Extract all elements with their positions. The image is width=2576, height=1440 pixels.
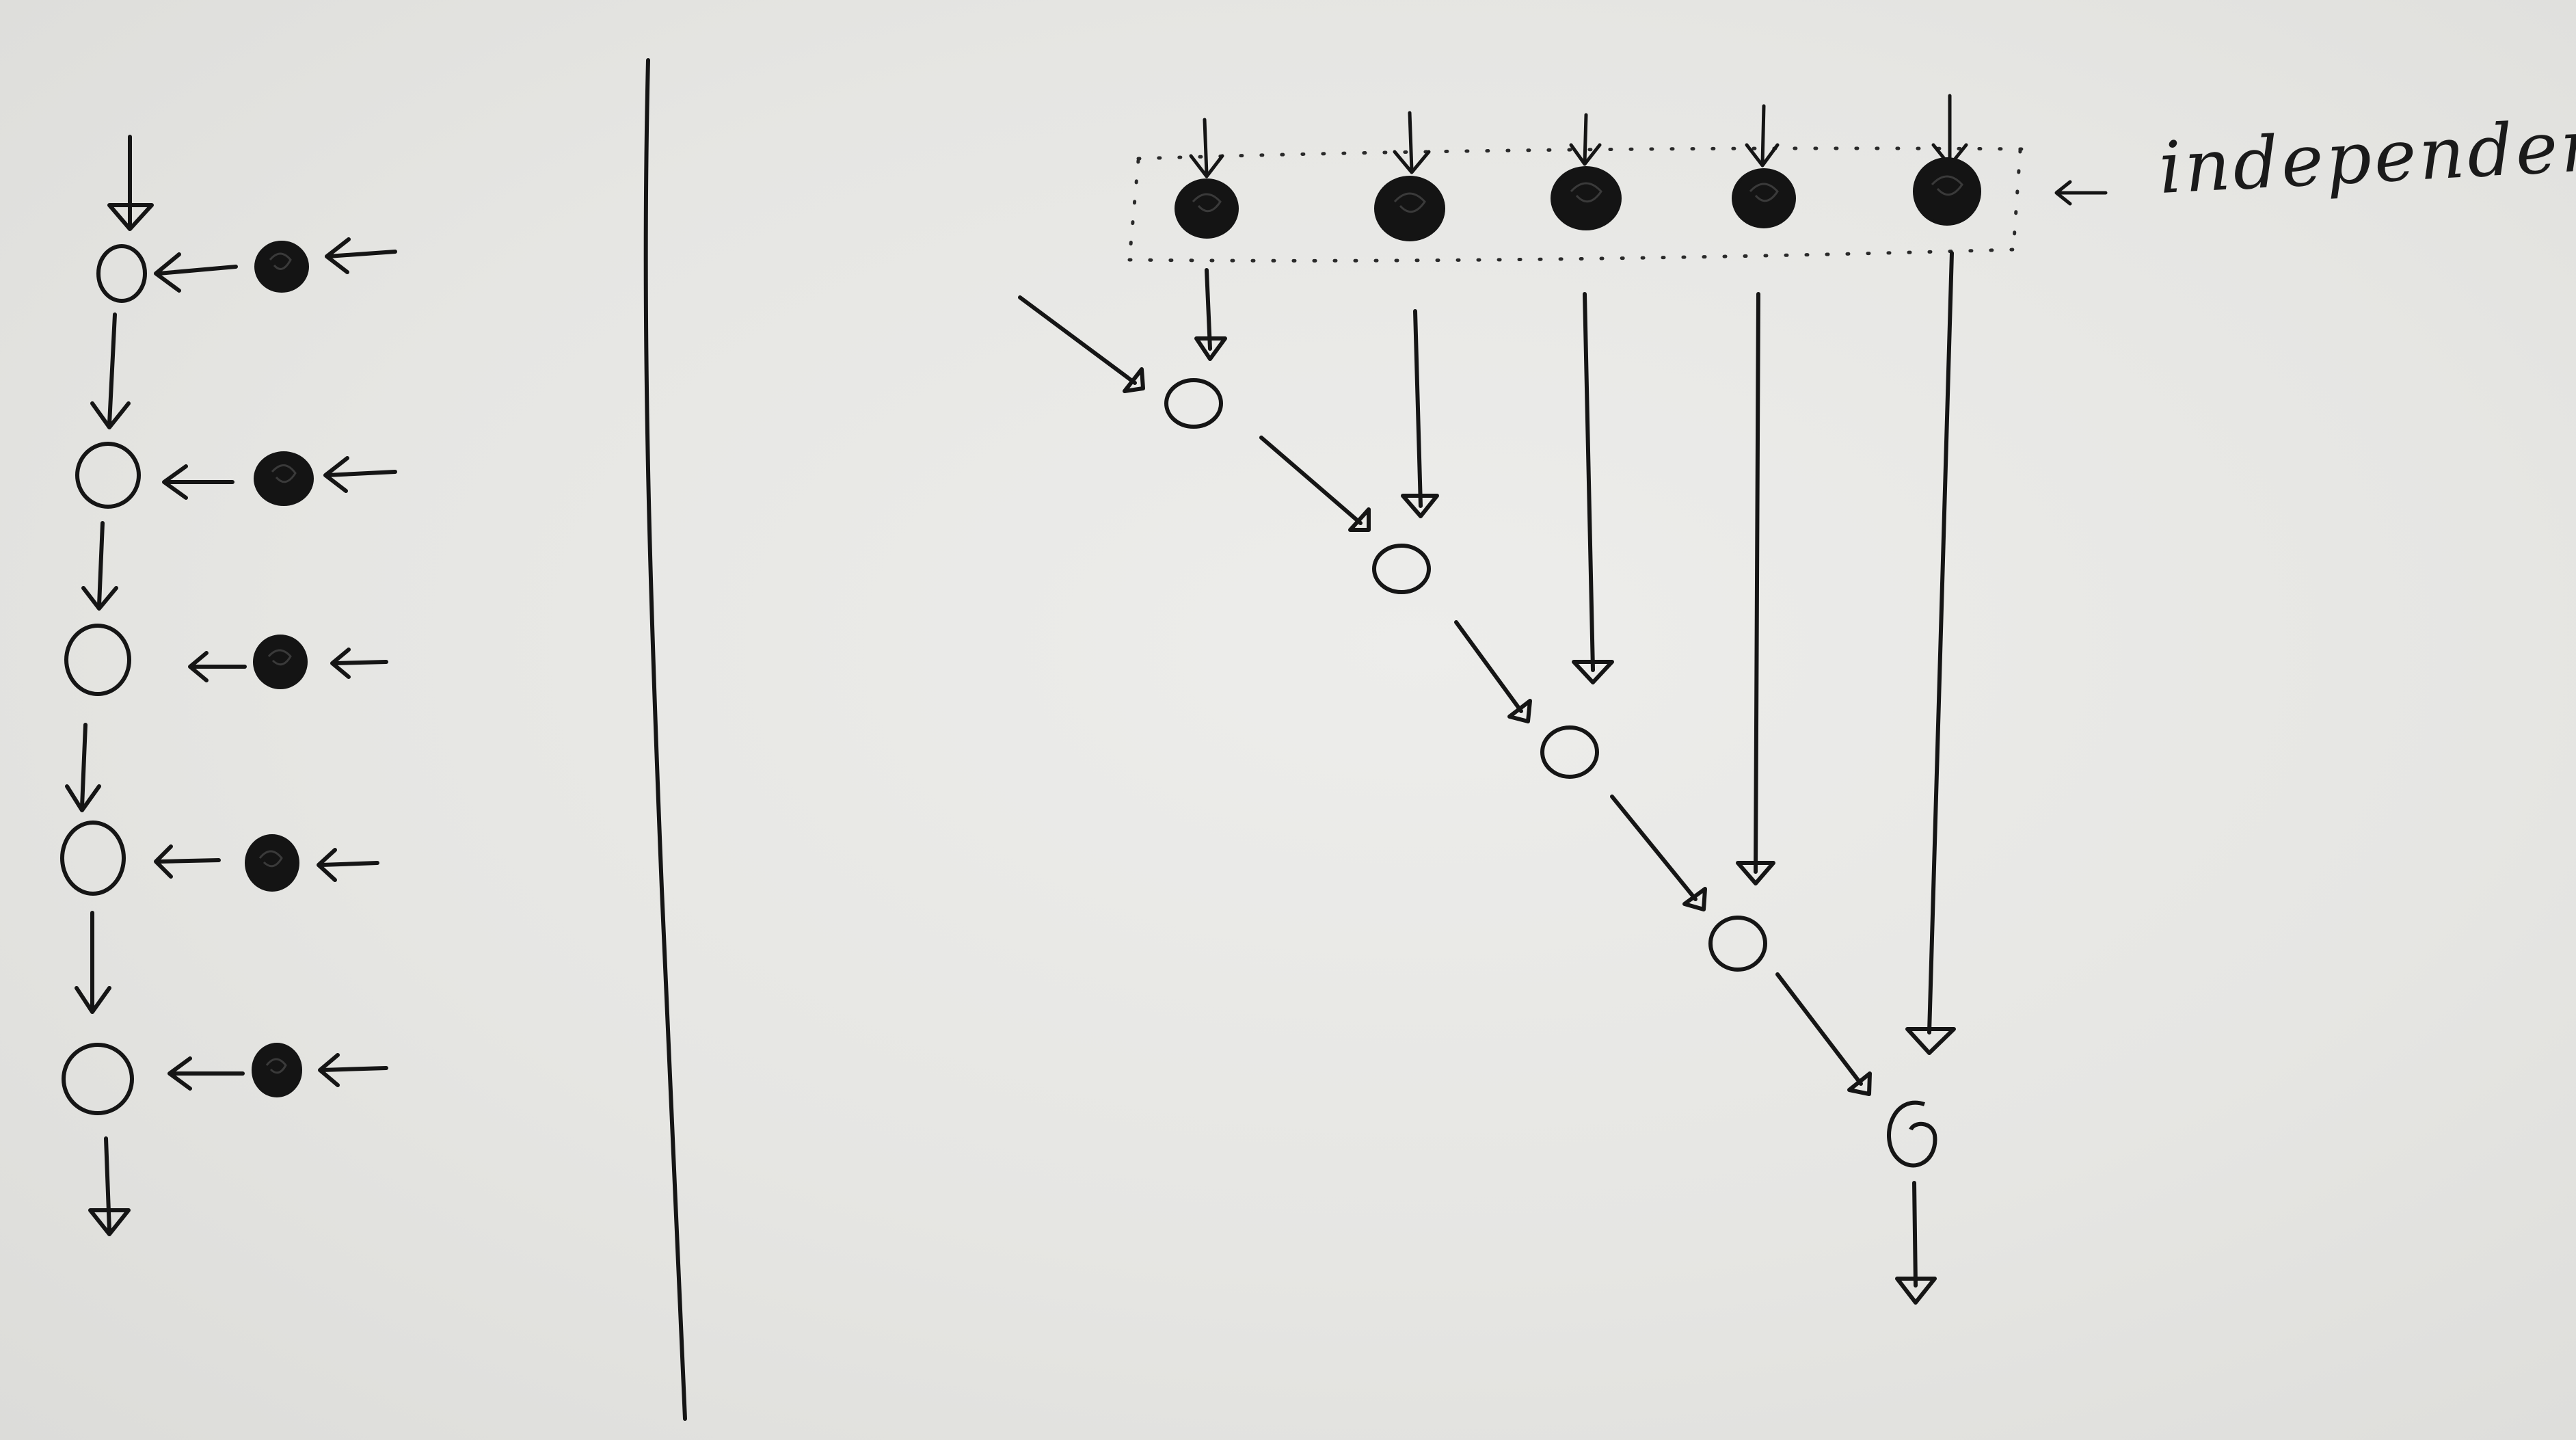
incoming-arrow (323, 456, 397, 493)
input-arrow (154, 844, 221, 879)
hollow-node (1164, 378, 1223, 429)
chain-arrow (107, 135, 154, 231)
parallel-diagram: independent (1018, 94, 2576, 1305)
independent-solid-node (1732, 168, 1796, 228)
top-input-arrow (1393, 111, 1431, 174)
hollow-node (1372, 544, 1431, 594)
solid-input-node (253, 635, 308, 689)
diagonal-chain-arrow (1018, 295, 1145, 393)
independent-solid-node (1175, 178, 1239, 239)
incoming-arrow (318, 1053, 388, 1087)
output-arrow (1895, 1181, 1937, 1305)
solid-input-node (254, 451, 314, 506)
hollow-node (75, 442, 141, 509)
sequential-row-3 (64, 624, 388, 696)
top-input-arrow (1569, 113, 1602, 166)
drop-arrow (1905, 251, 1956, 1055)
independent-label: independent (2157, 101, 2576, 210)
vertical-divider-line (643, 58, 687, 1421)
independent-solid-node (1551, 166, 1622, 230)
independent-solid-node (1374, 176, 1445, 241)
hollow-node (1708, 916, 1767, 972)
hollow-node (1887, 1100, 1937, 1168)
incoming-arrow (317, 848, 379, 882)
top-input-arrow (1745, 104, 1780, 168)
input-arrow (188, 651, 247, 682)
input-arrow (154, 252, 238, 293)
top-input-arrow (1189, 118, 1224, 178)
solid-input-node (252, 1043, 302, 1097)
input-arrow (167, 1056, 245, 1091)
incoming-arrow (325, 237, 397, 274)
sequential-row-4 (60, 821, 379, 896)
annotation-arrow (2054, 180, 2108, 206)
sequential-chain-diagram (60, 135, 397, 1236)
diagonal-chain-arrow (1259, 436, 1371, 532)
independent-group-box (1127, 146, 2024, 263)
drop-arrow (1736, 292, 1775, 885)
chain-arrow (75, 911, 111, 1014)
diagonal-chain-arrow (1610, 795, 1707, 911)
solid-input-node (254, 241, 309, 293)
hollow-node (60, 821, 126, 896)
diagonal-chain-arrow (1775, 972, 1872, 1096)
chain-arrow (65, 723, 101, 812)
independent-annotation: independent (2054, 101, 2576, 210)
drop-arrow (1194, 268, 1227, 361)
drop-arrow (1401, 309, 1439, 518)
independent-solid-node (1913, 157, 1981, 226)
chain-arrow (88, 1136, 131, 1236)
hollow-node (62, 1043, 134, 1115)
top-input-arrow (1931, 94, 1968, 168)
hollow-node (1540, 725, 1599, 779)
sequential-row-1 (96, 237, 397, 303)
chain-arrow (90, 312, 131, 429)
drop-arrow (1572, 292, 1614, 684)
hollow-node (64, 624, 131, 696)
sequential-row-5 (62, 1043, 388, 1115)
solid-input-node (245, 834, 299, 892)
diagonal-chain-arrow (1454, 620, 1532, 723)
chain-arrow (81, 521, 118, 611)
hollow-node (96, 244, 147, 303)
sequential-row-2 (75, 442, 397, 509)
input-arrow (162, 464, 234, 500)
incoming-arrow (330, 648, 388, 679)
